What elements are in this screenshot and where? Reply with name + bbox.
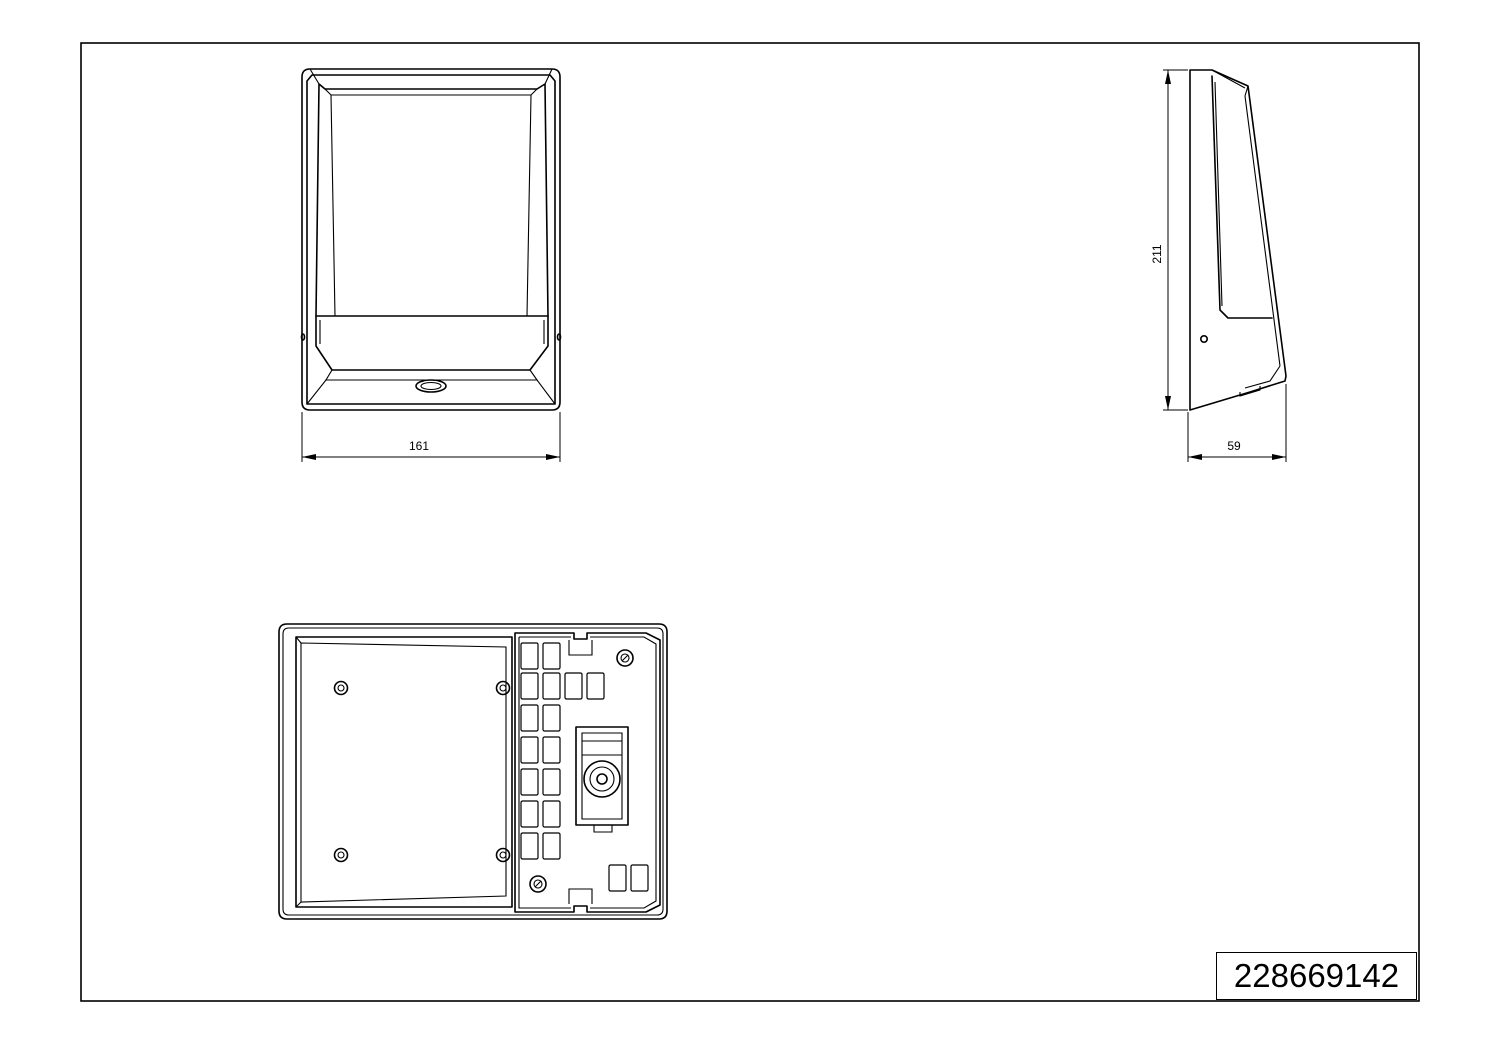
rib-cell — [542, 800, 561, 828]
part-number-box: 228669142 — [1216, 952, 1417, 1000]
rib-cell — [542, 768, 561, 796]
rib-cell — [542, 642, 561, 670]
side-view — [1189, 69, 1287, 411]
depth-dimension: 59 — [1187, 384, 1287, 462]
rib-cell — [520, 672, 539, 700]
rib-cell — [564, 672, 583, 700]
rib-cell — [542, 736, 561, 764]
rib-cell — [520, 642, 539, 670]
rib-cell — [542, 672, 561, 700]
rib-cell — [520, 704, 539, 732]
back-view — [278, 623, 668, 920]
height-dimension: 211 — [1150, 69, 1188, 411]
rib-cell — [608, 864, 627, 892]
rib-grid — [520, 642, 649, 892]
width-dimension: 161 — [301, 412, 561, 462]
rib-cell — [520, 832, 539, 860]
part-number: 228669142 — [1233, 957, 1400, 994]
rib-cell — [520, 736, 539, 764]
rib-cell — [542, 832, 561, 860]
width-dimension-label: 161 — [409, 439, 429, 453]
depth-dimension-label: 59 — [1227, 439, 1241, 453]
rib-cell — [520, 768, 539, 796]
front-view — [300, 68, 562, 411]
rib-cell — [520, 800, 539, 828]
rib-cell — [630, 864, 649, 892]
rib-cell — [586, 672, 605, 700]
rib-cell — [542, 704, 561, 732]
height-dimension-label: 211 — [1150, 244, 1164, 263]
sheet-frame — [80, 42, 1420, 1002]
